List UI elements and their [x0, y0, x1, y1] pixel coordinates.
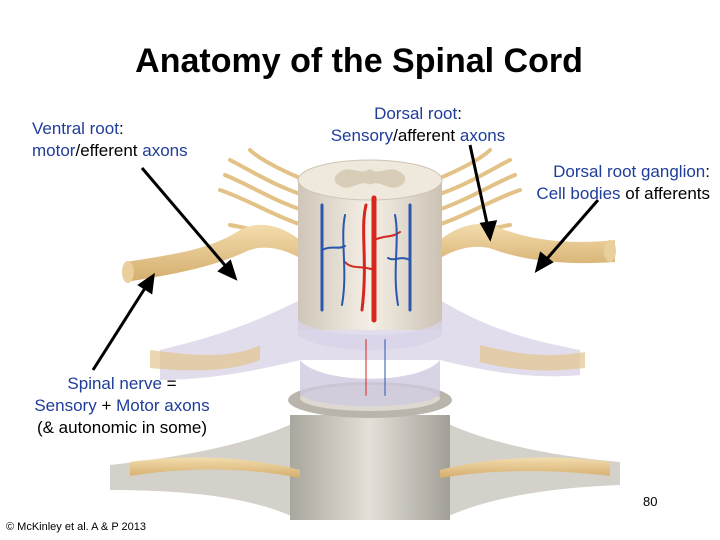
- spinal-nerve-term: Spinal nerve: [67, 374, 162, 393]
- cell-bodies-term: Cell bodies: [536, 184, 621, 203]
- upper-spinal-nerves: [122, 223, 616, 283]
- page-number: 80: [643, 494, 658, 509]
- sensory-term: Sensory: [34, 396, 97, 415]
- sensory-term: Sensory: [330, 126, 394, 145]
- autonomic-note: (& autonomic in some): [36, 418, 208, 437]
- dorsal-root-term: Dorsal root: [374, 104, 458, 123]
- spinal-cord-column: [297, 159, 443, 350]
- ventral-root-label: Ventral root: motor/efferent axons: [32, 119, 188, 160]
- axons-term: axons: [142, 141, 188, 160]
- lower-vertebra: [110, 382, 620, 520]
- ganglion-term: Dorsal root ganglion: [553, 162, 706, 181]
- ventral-root-term: Ventral root: [32, 119, 119, 138]
- image-credit: © McKinley et al. A & P 2013: [6, 521, 146, 533]
- motor-term: motor: [32, 141, 76, 160]
- slide-title: Anatomy of the Spinal Cord: [135, 42, 583, 80]
- lower-spinal-nerves: [130, 457, 610, 478]
- axons-term: axons: [459, 126, 506, 145]
- pointer-arrows: [91, 144, 600, 371]
- motor-axons-term: Motor axons: [116, 396, 210, 415]
- blood-vessels: [320, 195, 412, 396]
- spinal-nerve-label: Spinal nerve = Sensory + Motor axons (& …: [4, 373, 240, 439]
- dorsal-root-label: Dorsal root: Sensory/afferent axons: [330, 104, 506, 145]
- dorsal-root-ganglion-label: Dorsal root ganglion: Cell bodies of aff…: [536, 162, 710, 203]
